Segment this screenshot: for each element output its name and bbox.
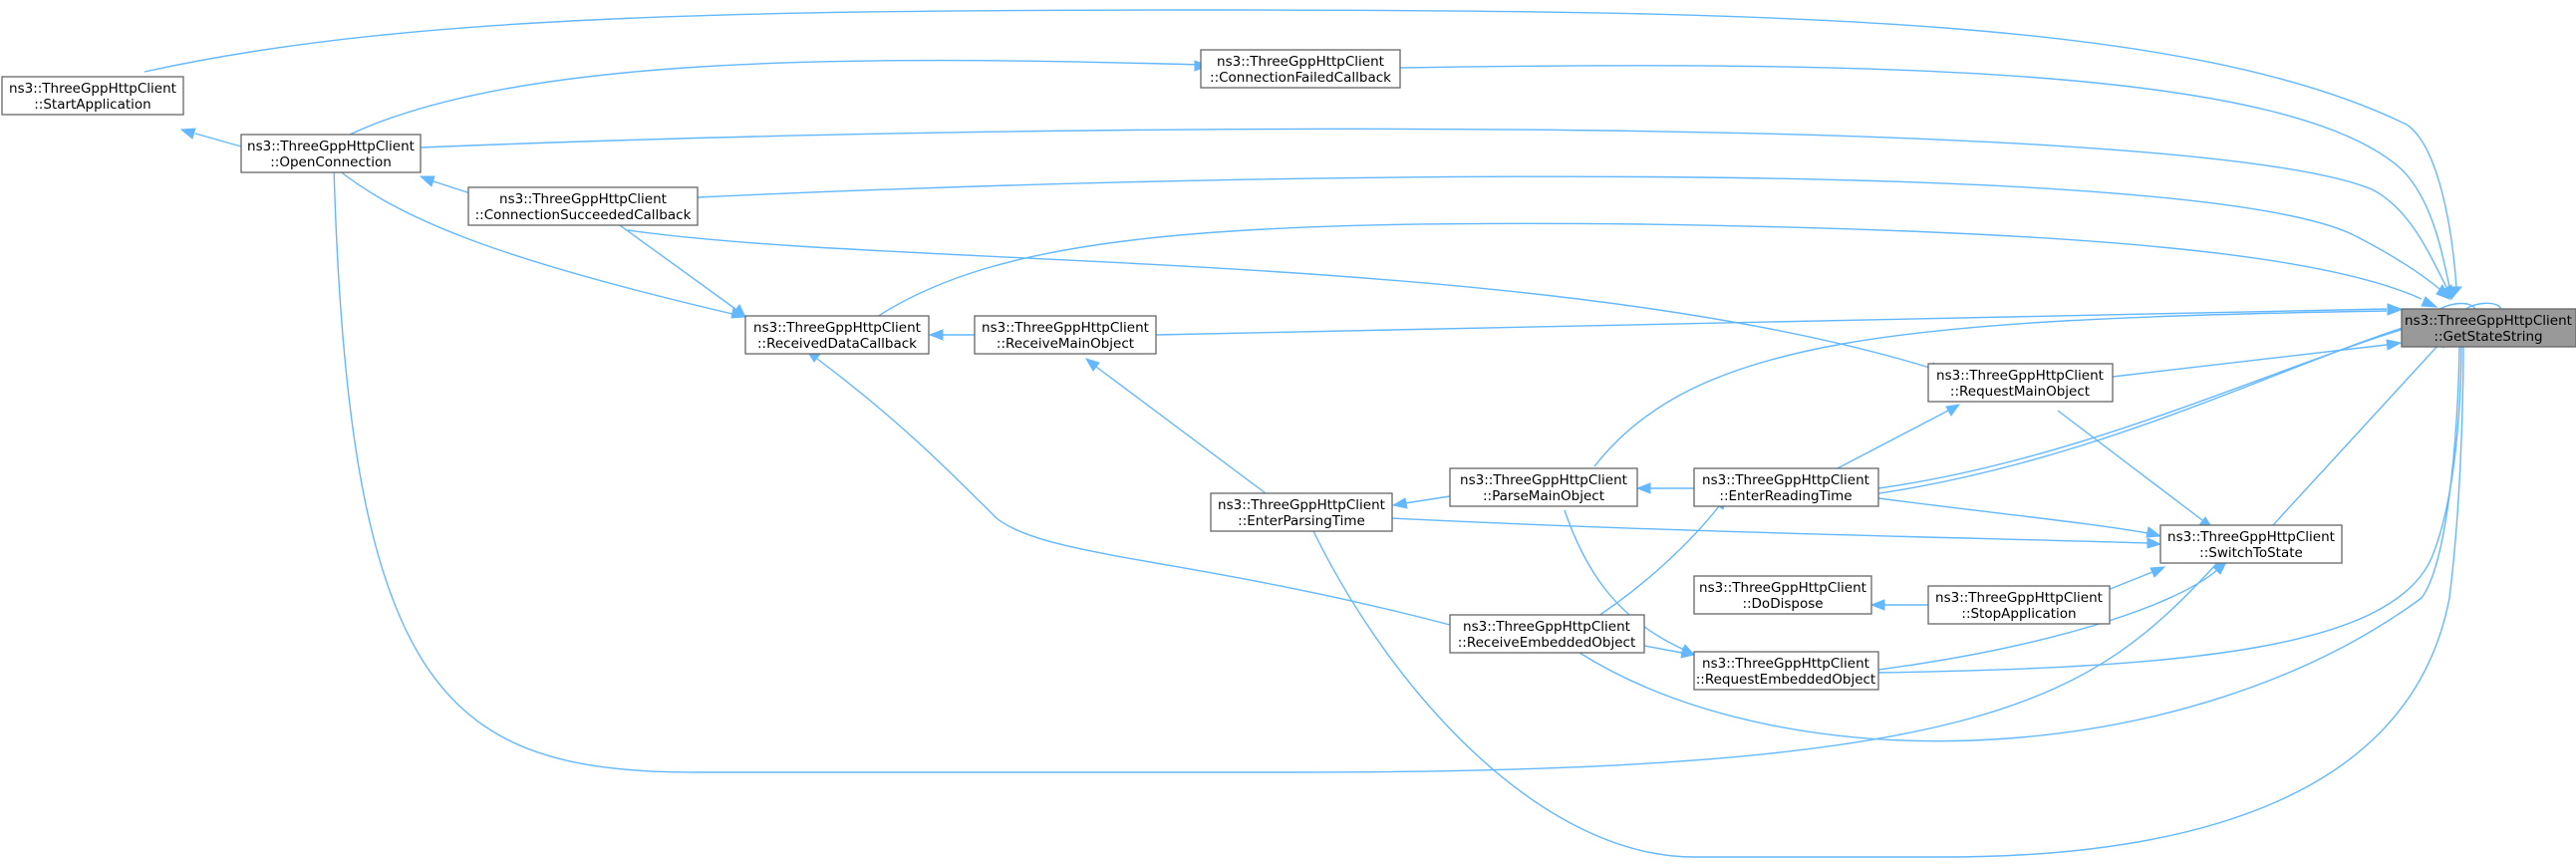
node-label-line1: ns3::ThreeGppHttpClient <box>1702 472 1869 488</box>
edge-parsemainobject-enterparsing <box>1391 495 1451 509</box>
edge-parsemainobject-getstatestring <box>1843 313 2445 499</box>
edge-connectionsucceeded-getstatestring <box>697 175 2451 300</box>
node-getstatestring[interactable]: ns3::ThreeGppHttpClient ::GetStateString <box>2401 308 2576 348</box>
node-label-line1: ns3::ThreeGppHttpClient <box>9 81 176 97</box>
edge-openconnection-startapplication <box>179 128 242 147</box>
node-label-line1: ns3::ThreeGppHttpClient <box>2167 529 2335 545</box>
nodes: ns3::ThreeGppHttpClient ::GetStateString… <box>1 49 2576 691</box>
edge-openconnection-getstatestring <box>420 128 2452 301</box>
edge-switchtostate-stopapplication <box>2107 566 2166 591</box>
node-label-line1: ns3::ThreeGppHttpClient <box>2405 313 2572 329</box>
node-requestembeddedobject[interactable]: ns3::ThreeGppHttpClient ::RequestEmbedde… <box>1693 651 1879 691</box>
node-stopapplication[interactable]: ns3::ThreeGppHttpClient ::StopApplicatio… <box>1927 585 2111 625</box>
node-label-line1: ns3::ThreeGppHttpClient <box>982 320 1149 336</box>
node-label-line2: ::StartApplication <box>34 97 151 113</box>
node-label-line2: ::RequestEmbeddedObject <box>1696 672 1875 688</box>
edge-enterparsing-receivemainobject <box>1084 358 1267 494</box>
node-label-line2: ::RequestMainObject <box>1950 384 2090 400</box>
node-startapplication[interactable]: ns3::ThreeGppHttpClient ::StartApplicati… <box>1 76 184 116</box>
node-receivemainobject[interactable]: ns3::ThreeGppHttpClient ::ReceiveMainObj… <box>974 315 1157 355</box>
node-label-line2: ::DoDispose <box>1742 596 1823 612</box>
node-label-line1: ns3::ThreeGppHttpClient <box>753 320 921 336</box>
node-switchtostate[interactable]: ns3::ThreeGppHttpClient ::SwitchToState <box>2159 524 2343 564</box>
edge-switchtostate-requestembedded <box>1877 561 2228 671</box>
node-label-line2: ::GetStateString <box>2433 329 2542 345</box>
node-connectionsucceededcallback[interactable]: ns3::ThreeGppHttpClient ::ConnectionSucc… <box>467 186 699 226</box>
edge-switchtostate-getstatestring <box>2271 333 2448 527</box>
node-openconnection[interactable]: ns3::ThreeGppHttpClient ::OpenConnection <box>240 134 422 173</box>
node-label-line2: ::SwitchToState <box>2199 545 2303 561</box>
node-label-line2: ::ConnectionSucceededCallback <box>475 207 692 223</box>
edge-requestembedded-receiveembedded <box>1643 645 1696 659</box>
edge-enterparsing-getstatestring-bottom <box>1312 325 2469 858</box>
edge-connectionfailed-getstatestring <box>1399 65 2455 301</box>
node-label-line2: ::ReceiveMainObject <box>997 336 1134 352</box>
node-receiveembeddedobject[interactable]: ns3::ThreeGppHttpClient ::ReceiveEmbedde… <box>1449 614 1645 654</box>
node-label-line2: ::ReceiveEmbeddedObject <box>1458 635 1636 651</box>
node-label-line2: ::ParseMainObject <box>1483 488 1604 504</box>
node-label-line2: ::OpenConnection <box>270 154 392 170</box>
edge-requestmainobject-enterreading <box>1833 404 1961 471</box>
node-enterreadingtime[interactable]: ns3::ThreeGppHttpClient ::EnterReadingTi… <box>1693 467 1879 507</box>
node-label-line1: ns3::ThreeGppHttpClient <box>1218 497 1385 513</box>
edge-stopapplication-dodispose <box>1869 599 1928 611</box>
edge-requestmainobject-getstatestring <box>2112 339 2403 378</box>
edge-enterreading-parsemainobject <box>1635 482 1694 494</box>
edge-receiveddata-connectionsucceeded <box>612 219 746 318</box>
edge-switchtostate-enterparsing <box>1389 517 2162 549</box>
edge-receiveddata-getstatestring <box>876 222 2438 318</box>
node-label-line1: ns3::ThreeGppHttpClient <box>247 139 415 154</box>
edge-receivemainobject-receiveddata <box>928 329 975 341</box>
node-enterparsingtime[interactable]: ns3::ThreeGppHttpClient ::EnterParsingTi… <box>1210 492 1393 532</box>
node-requestmainobject[interactable]: ns3::ThreeGppHttpClient ::RequestMainObj… <box>1927 363 2114 403</box>
node-label-line1: ns3::ThreeGppHttpClient <box>1217 54 1384 70</box>
node-label-line2: ::ReceivedDataCallback <box>757 336 917 352</box>
node-label-line2: ::ConnectionFailedCallback <box>1210 70 1391 86</box>
node-dodispose[interactable]: ns3::ThreeGppHttpClient ::DoDispose <box>1693 575 1872 615</box>
node-label-line1: ns3::ThreeGppHttpClient <box>1460 472 1627 488</box>
edge-switchtostate-openconnection <box>333 165 2225 773</box>
edge-switchtostate-enterreading <box>1877 497 2162 538</box>
node-label-line1: ns3::ThreeGppHttpClient <box>1463 619 1630 635</box>
node-parsemainobject[interactable]: ns3::ThreeGppHttpClient ::ParseMainObjec… <box>1449 467 1638 507</box>
edges <box>143 9 2502 858</box>
node-label-line1: ns3::ThreeGppHttpClient <box>1699 580 1866 596</box>
node-connectionfailedcallback[interactable]: ns3::ThreeGppHttpClient ::ConnectionFail… <box>1200 49 1401 89</box>
node-label-line2: ::StopApplication <box>1961 606 2076 622</box>
node-label-line1: ns3::ThreeGppHttpClient <box>499 191 667 207</box>
node-label-line1: ns3::ThreeGppHttpClient <box>1936 368 2104 384</box>
node-label-line1: ns3::ThreeGppHttpClient <box>1702 656 1869 672</box>
node-receiveddatacallback[interactable]: ns3::ThreeGppHttpClient ::ReceivedDataCa… <box>744 315 930 355</box>
edge-receiveembedded-receiveddata <box>805 350 1451 626</box>
node-label-line2: ::EnterParsingTime <box>1238 513 1365 529</box>
node-label-line2: ::EnterReadingTime <box>1719 488 1852 504</box>
node-label-line1: ns3::ThreeGppHttpClient <box>1935 590 2103 606</box>
